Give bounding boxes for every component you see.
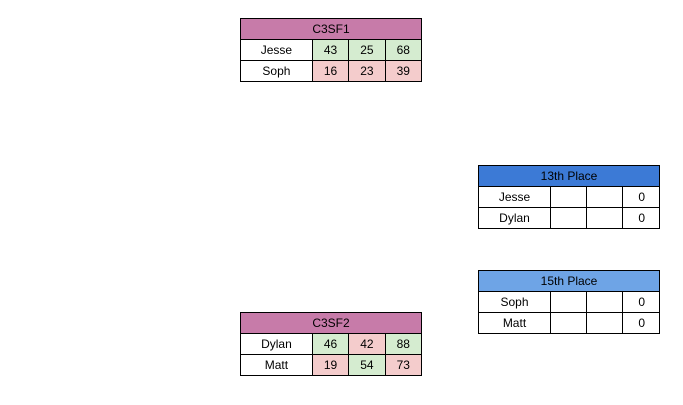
table-row: Dylan 0 (477, 207, 660, 229)
total-cell: 0 (622, 312, 660, 334)
match-title: C3SF1 (240, 18, 422, 40)
score-cell (549, 312, 588, 334)
score-cell (586, 291, 624, 313)
score-cell: 16 (311, 60, 350, 82)
match-c3sf2: C3SF2 Dylan 46 42 88 Matt 19 54 73 (240, 312, 423, 376)
total-cell: 39 (384, 60, 423, 82)
score-cell: 19 (311, 354, 350, 376)
match-title: 13th Place (478, 165, 660, 187)
match-title: C3SF2 (240, 312, 422, 334)
score-cell: 25 (348, 39, 386, 61)
score-cell: 23 (348, 60, 386, 82)
score-cell (586, 312, 624, 334)
table-row: Jesse 43 25 68 (240, 39, 423, 61)
total-cell: 88 (384, 333, 423, 355)
score-cell: 42 (348, 333, 386, 355)
match-title: 15th Place (478, 270, 660, 292)
score-cell (549, 291, 588, 313)
score-cell (550, 186, 588, 208)
table-row: Matt 0 (478, 312, 660, 334)
table-row: Matt 19 54 73 (240, 354, 423, 376)
match-15th-place: 15th Place Soph 0 Matt 0 (478, 270, 660, 334)
total-cell: 68 (384, 39, 423, 61)
player-name: Soph (240, 60, 313, 82)
score-cell (586, 207, 624, 229)
table-row: Soph 16 23 39 (240, 60, 423, 82)
score-cell (586, 186, 624, 208)
match-13th-place: 13th Place Jesse 0 Dylan 0 (477, 165, 660, 229)
player-name: Dylan (477, 207, 552, 229)
total-cell: 0 (622, 291, 660, 313)
score-cell: 46 (311, 333, 350, 355)
total-cell: 0 (622, 186, 660, 208)
player-name: Jesse (477, 186, 552, 208)
player-name: Matt (240, 354, 313, 376)
table-row: Soph 0 (478, 291, 660, 313)
table-row: Jesse 0 (477, 186, 660, 208)
player-name: Soph (478, 291, 551, 313)
player-name: Dylan (240, 333, 313, 355)
score-cell: 43 (311, 39, 350, 61)
player-name: Jesse (240, 39, 313, 61)
total-cell: 0 (622, 207, 660, 229)
player-name: Matt (478, 312, 551, 334)
total-cell: 73 (384, 354, 423, 376)
match-c3sf1: C3SF1 Jesse 43 25 68 Soph 16 23 39 (240, 18, 423, 82)
score-cell (550, 207, 588, 229)
table-row: Dylan 46 42 88 (240, 333, 423, 355)
score-cell: 54 (348, 354, 386, 376)
